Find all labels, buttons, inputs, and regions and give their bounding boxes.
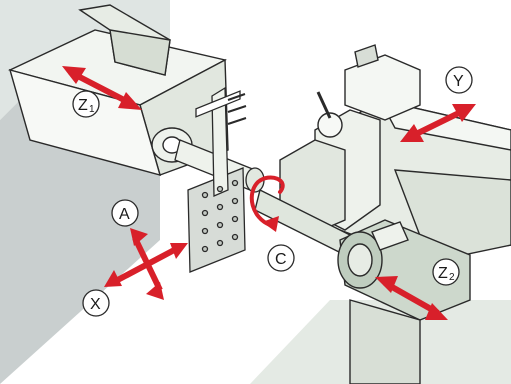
label-a-text: A: [119, 206, 130, 223]
label-y-text: Y: [453, 73, 464, 90]
label-z1: Z 1: [73, 91, 99, 117]
label-x: X: [83, 290, 109, 316]
label-z2-main: Z: [438, 265, 448, 282]
label-x-text: X: [90, 296, 101, 313]
label-z2-sub: 2: [449, 272, 455, 283]
label-z1-main: Z: [78, 97, 88, 114]
label-c: C: [268, 245, 294, 271]
label-c-text: C: [275, 251, 287, 268]
label-z1-sub: 1: [89, 104, 95, 115]
label-z2: Z 2: [433, 259, 459, 285]
label-y: Y: [446, 67, 472, 93]
label-a: A: [112, 200, 138, 226]
